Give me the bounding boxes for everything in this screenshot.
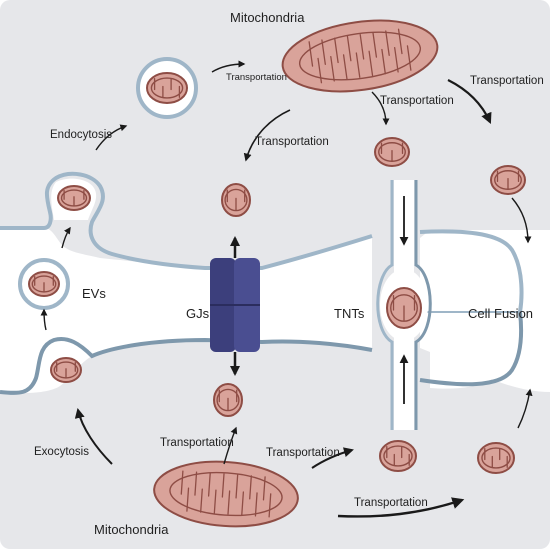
label-transport-bottom-left: Transportation (160, 437, 234, 449)
arrow-bottom-mid-transport (311, 447, 354, 469)
arrow-ev-up (61, 226, 71, 249)
right-cell-bottom-membrane (419, 311, 523, 387)
mitochondrion-ev (28, 271, 60, 297)
arrow-right-fusion-out (517, 388, 533, 429)
arrow-exocytosis (74, 408, 113, 465)
mitochondria-group (28, 19, 526, 528)
label-transport-top-left: Transportation (255, 136, 329, 148)
mitochondrion-top-right (490, 165, 526, 195)
label-gjs: GJs (186, 306, 210, 321)
left-cell-top-membrane (0, 171, 373, 270)
label-transport-bottom-mid: Transportation (266, 447, 340, 459)
left-cell-bottom-membrane (0, 337, 373, 395)
tnt-tube-right (414, 180, 432, 430)
label-tnts: TNTs (334, 306, 365, 321)
mitochondrion-gj-bottom (213, 383, 243, 417)
left-cell-body (0, 228, 372, 394)
arrow-top-right-transport (447, 79, 492, 125)
tnt-tube-left (376, 180, 394, 430)
mitochondrion-exocytosis (50, 357, 82, 383)
label-evs: EVs (82, 286, 106, 301)
arrow-vesicle-to-mito (211, 60, 246, 73)
arrow-bottom-left-transport (223, 426, 238, 465)
label-mitochondria-top: Mitochondria (230, 10, 305, 25)
label-exocytosis: Exocytosis (34, 446, 89, 458)
mitochondrion-endocytosis-bud (57, 185, 91, 211)
right-cell-edge (430, 230, 520, 389)
mitochondrion-bottom-mid (379, 440, 417, 472)
gap-junction (210, 258, 260, 352)
arrow-endocytosis (95, 124, 128, 151)
mitochondrion-in-vesicle (146, 72, 188, 104)
right-cell-top-membrane (419, 229, 524, 313)
label-cell-fusion: Cell Fusion (468, 306, 533, 321)
label-transport-top-mid: Transportation (380, 95, 454, 107)
mitochondrion-gj-top (221, 183, 251, 217)
label-transport-top-right: Transportation (470, 75, 544, 87)
label-transport-bottom-right: Transportation (354, 497, 428, 509)
mitochondrion-large-top (281, 19, 439, 93)
arrow-bottom-right-transport (337, 497, 465, 518)
label-mitochondria-bottom: Mitochondria (94, 522, 169, 537)
mitochondrion-bottom-right (477, 442, 515, 474)
mitochondrion-large-bottom (153, 460, 299, 528)
arrow-top-mid-transport (371, 91, 390, 126)
arrow-ev-to-exocytosis (40, 308, 48, 331)
arrow-right-fusion-in (511, 197, 532, 244)
mitochondrion-top-mid (374, 137, 410, 167)
arrow-top-left-transport (243, 109, 291, 162)
label-transport-top-small: Transportation (226, 72, 287, 83)
mitochondrion-tnt (386, 287, 422, 329)
label-endocytosis: Endocytosis (50, 129, 112, 141)
